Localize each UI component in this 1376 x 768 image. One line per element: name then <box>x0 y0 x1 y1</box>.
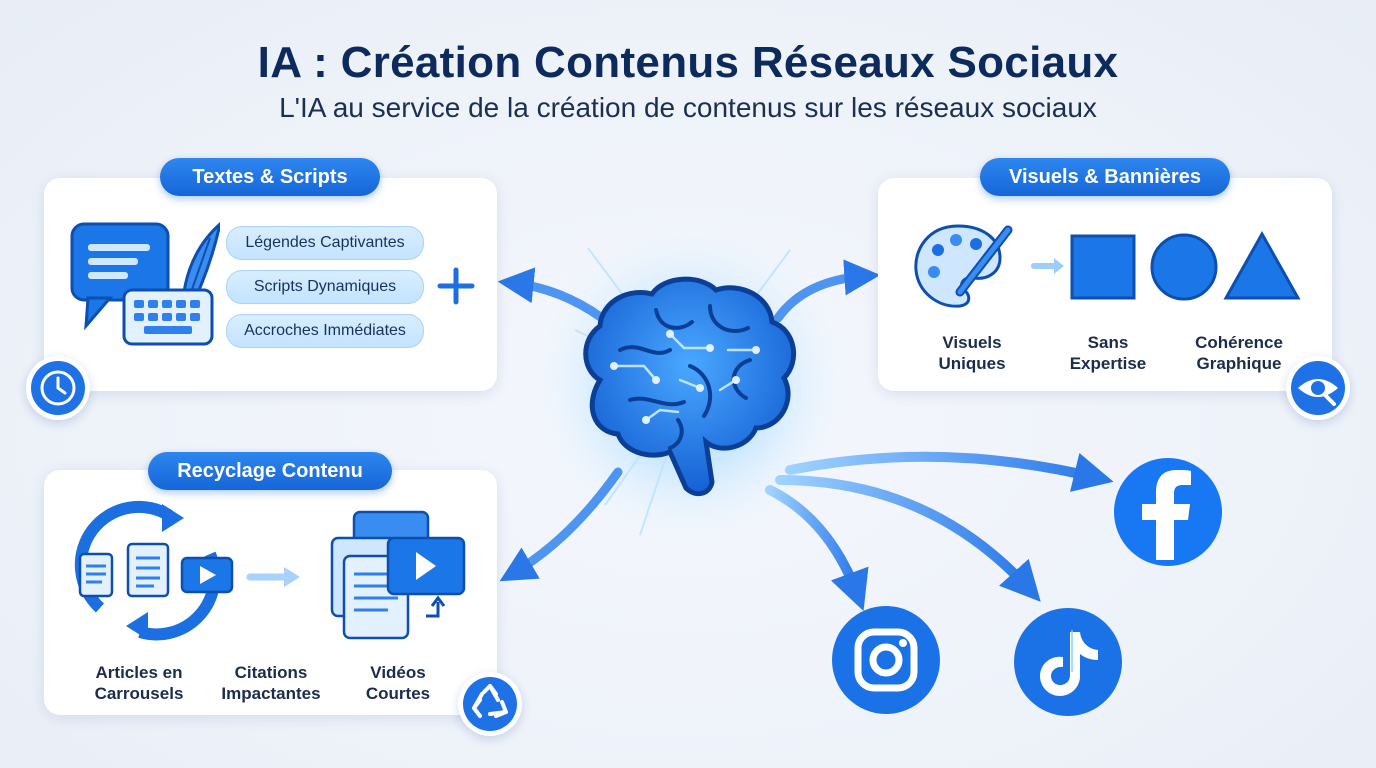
arrow-to-texts <box>497 267 607 323</box>
chip-legendes: Légendes Captivantes <box>226 226 424 260</box>
arrow-to-recycle <box>499 467 623 582</box>
recycle-badge <box>458 672 522 736</box>
chip-scripts: Scripts Dynamiques <box>226 270 424 304</box>
texts-scripts-title: Textes & Scripts <box>160 158 380 196</box>
visuals-icons <box>914 224 1301 308</box>
tiktok-icon[interactable] <box>1012 606 1124 718</box>
chip-accroches: Accroches Immédiates <box>226 314 424 348</box>
circle-icon <box>1150 233 1218 301</box>
instagram-icon[interactable] <box>830 604 942 716</box>
ai-brain-icon <box>583 276 796 497</box>
page-subtitle: L'IA au service de la création de conten… <box>279 92 1097 123</box>
clock-icon <box>31 361 85 415</box>
flow-arrow-icon <box>246 567 300 587</box>
cycle-documents-icon <box>74 500 234 641</box>
arrow-to-facebook <box>785 451 1114 492</box>
recycle-title: Recyclage Contenu <box>148 452 392 490</box>
palette-icon <box>914 224 1013 308</box>
recycle-icon <box>463 677 517 731</box>
arrow-to-tiktok <box>775 475 1041 602</box>
eye-search-badge <box>1286 356 1350 420</box>
plus-icon <box>437 267 475 305</box>
facebook-icon[interactable] <box>1112 456 1224 568</box>
triangle-icon <box>1223 230 1301 300</box>
square-icon <box>1070 234 1136 300</box>
page-title: IA : Création Contenus Réseaux Sociaux <box>257 38 1119 87</box>
stacked-media-icon <box>330 510 466 640</box>
eye-search-icon <box>1291 361 1345 415</box>
arrow-to-visuals <box>773 259 881 323</box>
arrow-to-instagram <box>765 485 869 612</box>
chat-keyboard-quill-icon <box>70 221 220 346</box>
visuals-title: Visuels & Bannières <box>980 158 1230 196</box>
clock-badge <box>26 356 90 420</box>
